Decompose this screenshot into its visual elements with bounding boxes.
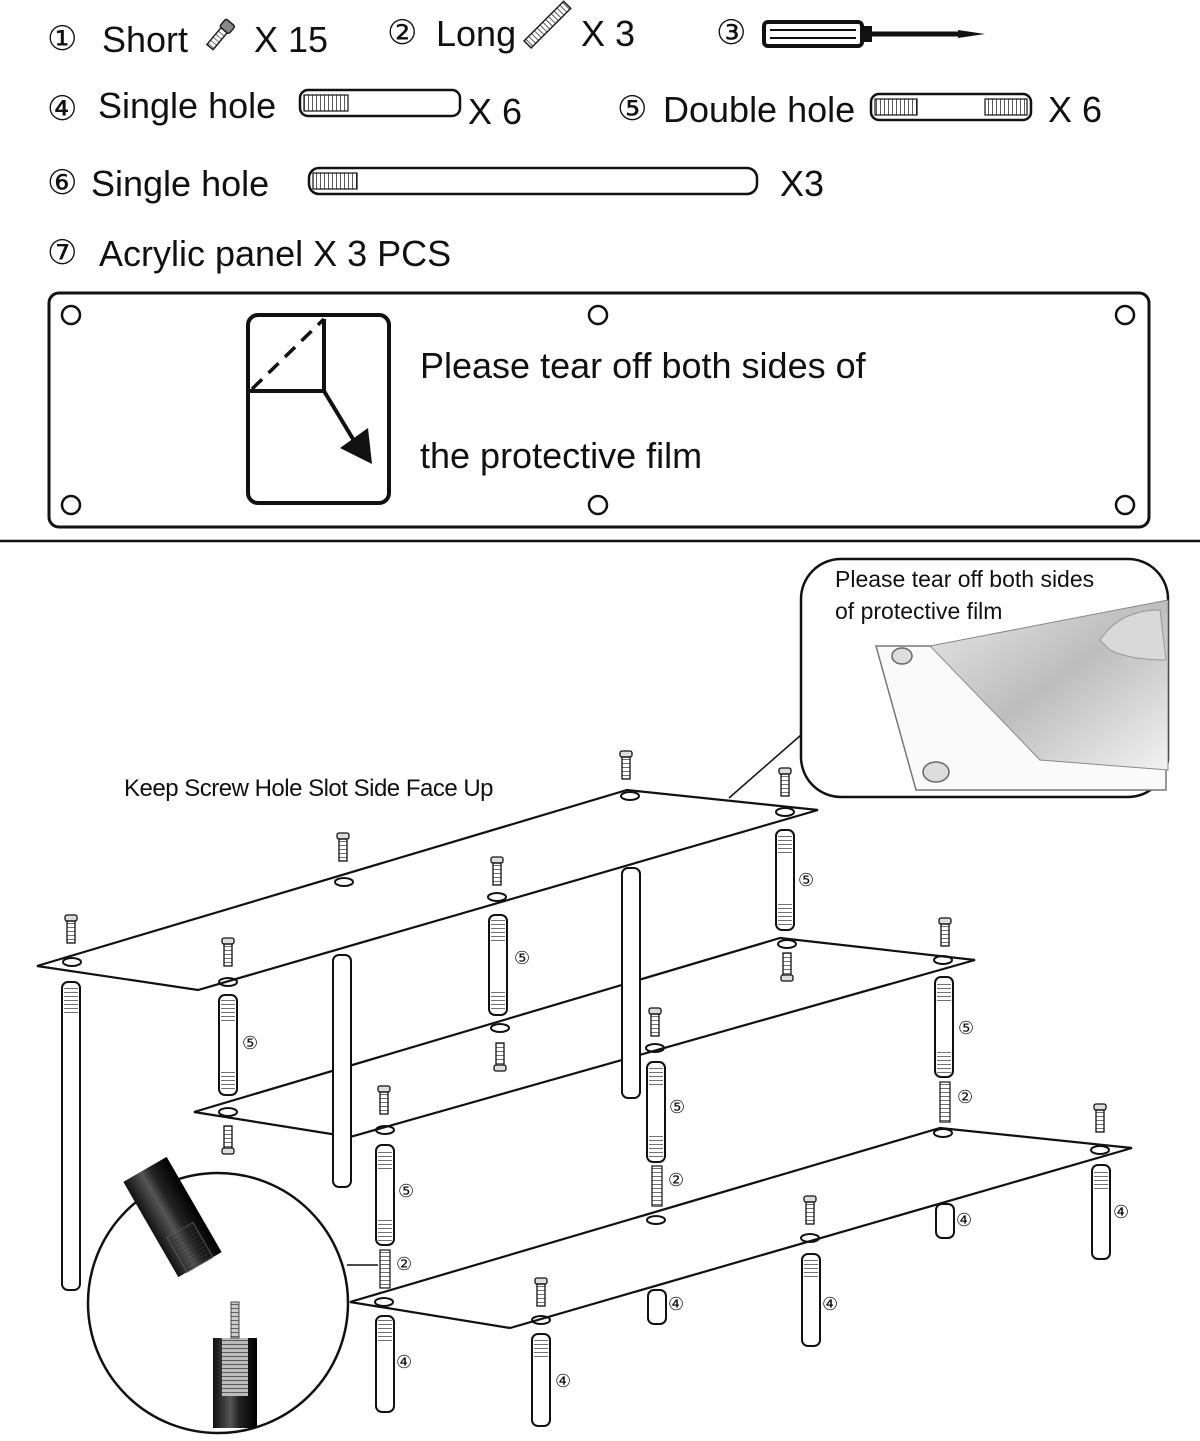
keep-face-up-note: Keep Screw Hole Slot Side Face Up <box>124 775 494 802</box>
callout-two: ② <box>957 1087 974 1108</box>
part-5-number: ⑤ <box>617 89 648 129</box>
long-screw-icon <box>523 0 572 49</box>
screwdriver-icon <box>762 20 985 48</box>
part-3-number: ③ <box>716 13 747 53</box>
callout-five: ⑤ <box>242 1033 259 1054</box>
inset-instruction-line-2: of protective film <box>835 598 1003 624</box>
top-shelf <box>36 788 819 992</box>
callout-four: ④ <box>1113 1202 1130 1223</box>
callout-four: ④ <box>668 1294 685 1315</box>
part-1-name: Short <box>102 19 189 60</box>
part-5-qty: X 6 <box>1048 89 1103 130</box>
part-6-number: ⑥ <box>47 163 78 203</box>
panel-instruction-line-1: Please tear off both sides of <box>420 345 866 386</box>
film-inset-bubble <box>728 557 1170 799</box>
part-2-name: Long <box>436 13 517 54</box>
callout-five: ⑤ <box>958 1018 975 1039</box>
callout-two: ② <box>396 1254 413 1275</box>
callout-four: ④ <box>396 1352 413 1373</box>
callout-four: ④ <box>555 1371 572 1392</box>
part-7-number: ⑦ <box>47 233 78 273</box>
long-screws <box>379 1081 951 1289</box>
part-2-qty: X 3 <box>581 13 636 54</box>
single-hole-short-rod-icon <box>298 88 462 118</box>
support-rods <box>61 829 1111 1427</box>
middle-shelf <box>193 936 976 1139</box>
inset-instruction-line-1: Please tear off both sides <box>835 566 1095 592</box>
short-screw-icon <box>205 18 236 51</box>
part-6-qty: X3 <box>780 163 825 204</box>
short-screws <box>64 750 1107 1307</box>
panel-instruction-line-2: the protective film <box>420 435 703 476</box>
thread-detail-magnifier <box>86 1156 378 1435</box>
part-4-name: Single hole <box>98 85 277 126</box>
acrylic-panel-drawing <box>47 291 1151 529</box>
part-4-qty: X 6 <box>468 91 523 132</box>
callout-five: ⑤ <box>798 870 815 891</box>
callout-five: ⑤ <box>514 948 531 969</box>
single-hole-long-rod-icon <box>307 166 759 196</box>
callout-five: ⑤ <box>398 1181 415 1202</box>
part-6-name: Single hole <box>91 163 270 204</box>
part-5-name: Double hole <box>663 89 856 130</box>
part-2-number: ② <box>387 13 418 53</box>
double-hole-rod-icon <box>869 92 1033 122</box>
part-1-qty: X 15 <box>254 19 329 60</box>
part-7-name: Acrylic panel X 3 PCS <box>99 233 452 274</box>
callout-four: ④ <box>956 1210 973 1231</box>
callout-two: ② <box>668 1170 685 1191</box>
callout-four: ④ <box>822 1294 839 1315</box>
callout-five: ⑤ <box>669 1097 686 1118</box>
part-4-number: ④ <box>47 89 78 129</box>
part-1-number: ① <box>47 19 78 59</box>
peel-film-icon <box>246 313 391 505</box>
bottom-shelf <box>349 1126 1133 1330</box>
